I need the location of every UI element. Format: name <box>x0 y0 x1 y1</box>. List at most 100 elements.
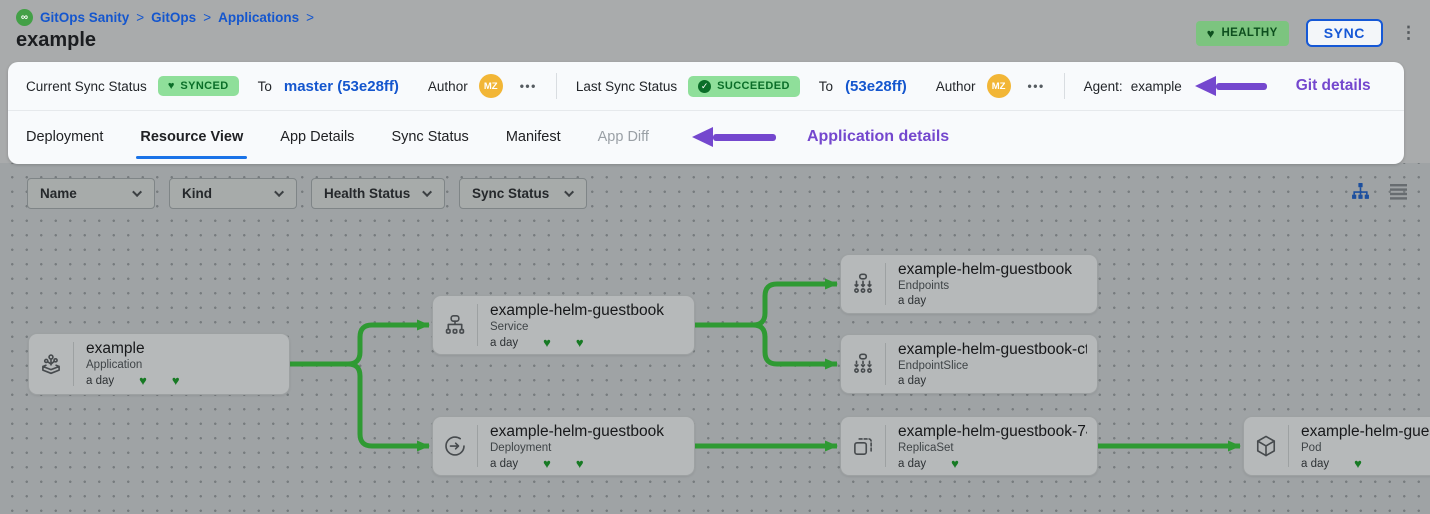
resource-node-status-row: a day ♥ <box>898 457 1087 470</box>
graph-edge <box>290 361 430 452</box>
agent-label: Agent: <box>1083 78 1123 94</box>
tab-app-details[interactable]: App Details <box>280 129 355 145</box>
top-header: ∞ GitOps Sanity>GitOps>Applications> exa… <box>0 0 1430 62</box>
graph-edges <box>290 278 1241 452</box>
tab-deployment[interactable]: Deployment <box>26 129 104 145</box>
application-details-arrow-icon <box>691 127 776 147</box>
view-toggle <box>1351 182 1408 201</box>
resource-node-kind: ReplicaSet <box>898 442 954 454</box>
breadcrumb-separator: > <box>306 10 314 25</box>
filter-bar: Name Kind Health Status Sync Status <box>27 178 587 209</box>
resource-node-age: a day <box>490 336 519 349</box>
divider <box>1063 73 1065 99</box>
application-details-annotation: Application details <box>806 128 950 145</box>
tab-manifest[interactable]: Manifest <box>505 129 561 145</box>
filter-dropdown-kind[interactable]: Kind <box>169 178 297 209</box>
git-details-annotation: Git details <box>1295 77 1371 94</box>
endpoints-icon <box>841 263 886 305</box>
last-commit-link[interactable]: (53e28ff) <box>845 77 907 95</box>
chevron-down-icon <box>132 187 143 198</box>
to-label: To <box>257 78 272 94</box>
tab-app-diff[interactable]: App Diff <box>597 129 649 145</box>
application-icon <box>29 342 74 386</box>
graph-edge <box>290 319 430 367</box>
resource-node-age: a day <box>490 457 519 470</box>
tree-view-icon[interactable] <box>1351 182 1370 201</box>
resource-node-age: a day <box>898 375 927 387</box>
resource-node-title: example-helm-guest <box>1301 423 1430 440</box>
author-avatar: MZ <box>986 74 1011 98</box>
resource-node-kind: Pod <box>1301 442 1322 454</box>
health-badge-label: HEALTHY <box>1221 27 1278 39</box>
author-avatar: MZ <box>478 74 503 98</box>
more-actions-icon[interactable]: ••• <box>1027 79 1045 93</box>
heart-icon: ♥ <box>1206 25 1215 41</box>
sync-status-bar: Current Sync Status ♥ SYNCED To master (… <box>8 62 1404 111</box>
tab-sync-status[interactable]: Sync Status <box>391 129 469 145</box>
resource-node-title: example-helm-guestbook <box>490 423 665 440</box>
breadcrumb-link[interactable]: GitOps <box>151 10 197 25</box>
health-heart-icon: ♥ <box>139 373 147 388</box>
resource-node-age: a day <box>898 457 927 470</box>
author-label: Author <box>935 78 976 94</box>
filter-label: Kind <box>182 186 212 201</box>
breadcrumb-separator: > <box>136 10 145 25</box>
chevron-down-icon <box>274 187 285 198</box>
resource-node-title: example-helm-guestbook <box>898 261 1073 278</box>
resource-node-kind: Service <box>490 321 529 333</box>
health-heart-icon: ♥ <box>543 456 551 471</box>
graph-edge <box>695 278 838 328</box>
breadcrumb-link[interactable]: Applications <box>218 10 300 25</box>
resource-node-status-row: a day <box>898 295 1072 307</box>
health-heart-icon: ♥ <box>951 456 959 471</box>
current-commit-link[interactable]: master (53e28ff) <box>283 77 399 95</box>
resource-node-title: example-helm-guestbook-ct... <box>898 341 1087 358</box>
succeeded-badge-label: SUCCEEDED <box>717 80 790 92</box>
check-circle-icon: ✓ <box>698 79 712 93</box>
service-icon <box>433 304 478 346</box>
resource-node-status-row: a day <box>898 375 1087 387</box>
resource-node-kind: EndpointSlice <box>898 360 969 372</box>
tab-resource-view[interactable]: Resource View <box>136 111 248 163</box>
resource-node-endpointslice[interactable]: example-helm-guestbook-ct... EndpointSlic… <box>840 334 1098 394</box>
replicaset-icon <box>841 425 886 467</box>
filter-dropdown-health-status[interactable]: Health Status <box>311 178 445 209</box>
sync-button[interactable]: SYNC <box>1305 19 1383 47</box>
resource-node-kind: Deployment <box>490 442 552 454</box>
filter-label: Sync Status <box>472 186 550 201</box>
git-details-arrow-icon <box>1194 76 1267 96</box>
list-view-icon[interactable] <box>1389 183 1408 200</box>
resource-node-replicaset[interactable]: example-helm-guestbook-74... ReplicaSet a … <box>840 416 1098 476</box>
current-sync-status-label: Current Sync Status <box>26 78 147 94</box>
health-heart-icon: ♥ <box>1354 456 1362 471</box>
filter-label: Health Status <box>324 186 411 201</box>
resource-node-kind: Endpoints <box>898 280 950 292</box>
breadcrumb: ∞ GitOps Sanity>GitOps>Applications> <box>16 9 1414 26</box>
kebab-menu-icon[interactable]: ⋮ <box>1400 22 1417 42</box>
divider <box>555 73 557 99</box>
chevron-down-icon <box>422 187 433 198</box>
resource-node-status-row: a day♥♥ <box>86 374 180 387</box>
resource-node-kind: Application <box>86 359 143 371</box>
resource-node-title: example-helm-guestbook-74... <box>898 423 1087 440</box>
filter-dropdown-sync-status[interactable]: Sync Status <box>459 178 587 209</box>
breadcrumb-link[interactable]: GitOps Sanity <box>40 10 130 25</box>
resource-node-age: a day <box>1301 457 1330 470</box>
health-heart-icon: ♥ <box>543 335 551 350</box>
tab-bar: Deployment Resource View App Details Sync S… <box>8 111 1404 163</box>
filter-dropdown-name[interactable]: Name <box>27 178 155 209</box>
resource-node-status-row: a day♥♥ <box>490 457 664 470</box>
filter-label: Name <box>40 186 77 201</box>
page-title: example <box>16 29 97 51</box>
synced-badge-label: SYNCED <box>180 80 229 92</box>
resource-node-title: example-helm-guestbook <box>490 302 665 319</box>
graph-edge <box>695 322 838 370</box>
endpointslice-icon <box>841 343 886 385</box>
deployment-icon <box>433 425 478 467</box>
more-actions-icon[interactable]: ••• <box>519 79 537 93</box>
